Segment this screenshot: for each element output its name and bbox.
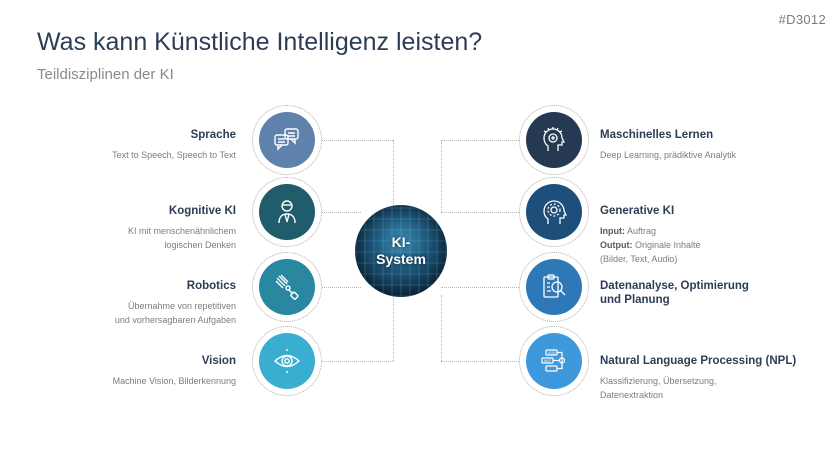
input-label: Input: [600, 226, 625, 236]
speech-bubbles-icon [274, 128, 299, 151]
svg-text:NLP: NLP [544, 359, 551, 363]
item-nlp: Natural Language Processing (NPL) Klassi… [600, 354, 820, 402]
connector-ml [441, 140, 519, 141]
item-desc-line2: logischen Denken [164, 240, 236, 250]
output-line: Output: Originale Inhalte [600, 238, 820, 252]
eye-icon [273, 349, 301, 373]
input-value: Auftrag [625, 226, 657, 236]
input-line: Input: Auftrag [600, 224, 820, 238]
connector-nlp [441, 361, 519, 362]
item-title: Generative KI [600, 205, 675, 217]
connector-right-lower [441, 295, 442, 361]
nlp-icon-ring: 0101 NLP [519, 326, 589, 396]
kognitive-icon-ring [252, 177, 322, 247]
vision-icon-ring [252, 326, 322, 396]
item-kognitive-ki: Kognitive KI KI mit menschenähnlichem lo… [36, 204, 236, 252]
slide-tag: #D3012 [778, 12, 826, 27]
circuit-texture [355, 205, 447, 297]
item-desc-line1: Klassifizierung, Übersetzung, [600, 376, 717, 386]
connector-robotics [321, 287, 361, 288]
brain-head-icon [543, 127, 566, 151]
ml-icon-ring [519, 105, 589, 175]
genai-icon-ring [519, 177, 589, 247]
item-sprache: Sprache Text to Speech, Speech to Text [36, 128, 236, 162]
item-title-line2: und Planung [600, 294, 670, 306]
connector-daten [441, 287, 519, 288]
nlp-flow-icon: 0101 NLP [541, 349, 566, 372]
item-title-line1: Datenanalyse, Optimierung [600, 280, 749, 292]
connector-left-lower [393, 295, 394, 361]
connector-left-upper [393, 140, 394, 212]
item-title: Natural Language Processing (NPL) [600, 355, 797, 367]
item-desc: Machine Vision, Bilderkennung [112, 376, 236, 386]
item-title: Maschinelles Lernen [600, 129, 714, 141]
ki-system-hub: KI- System [355, 205, 447, 297]
svg-text:0101: 0101 [548, 351, 556, 355]
item-vision: Vision Machine Vision, Bilderkennung [36, 354, 236, 388]
datenanalyse-icon-ring [519, 252, 589, 322]
item-desc-line1: Übernahme von repetitiven [127, 301, 236, 311]
robot-arm-icon [275, 274, 299, 300]
item-robotics: Robotics Übernahme von repetitiven und v… [36, 279, 236, 327]
hub-label-line2: System [376, 251, 426, 267]
connector-sprache [321, 140, 393, 141]
item-datenanalyse: Datenanalyse, Optimierung und Planung [600, 279, 820, 307]
output-label: Output: [600, 240, 633, 250]
connector-kognitive [321, 212, 361, 213]
clipboard-search-icon [543, 274, 566, 298]
output-examples: (Bilder, Text, Audio) [600, 254, 678, 264]
page-subtitle: Teildisziplinen der KI [37, 66, 174, 83]
connector-right-upper [441, 140, 442, 212]
item-title: Sprache [190, 129, 236, 141]
robotics-icon-ring [252, 252, 322, 322]
connector-genai [441, 212, 519, 213]
item-desc-line2: Datenextraktion [600, 390, 664, 400]
item-maschinelles-lernen: Maschinelles Lernen Deep Learning, prädi… [600, 128, 820, 162]
item-desc-line2: und vorhersagbaren Aufgaben [114, 315, 236, 325]
item-title: Vision [201, 355, 236, 367]
hub-label-line1: KI- [391, 234, 411, 250]
item-title: Robotics [186, 280, 236, 292]
connector-vision [321, 361, 393, 362]
item-desc: Text to Speech, Speech to Text [112, 150, 236, 160]
page-title: Was kann Künstliche Intelligenz leisten? [37, 28, 483, 56]
output-value: Originale Inhalte [632, 240, 701, 250]
item-desc: Deep Learning, prädiktive Analytik [600, 150, 737, 160]
gear-head-icon [543, 200, 568, 224]
person-thinking-icon [278, 200, 296, 224]
item-desc-line1: KI mit menschenähnlichem [127, 226, 236, 236]
item-title: Kognitive KI [168, 205, 236, 217]
sprache-icon-ring [252, 105, 322, 175]
item-generative-ki: Generative KI Input: Auftrag Output: Ori… [600, 204, 820, 266]
